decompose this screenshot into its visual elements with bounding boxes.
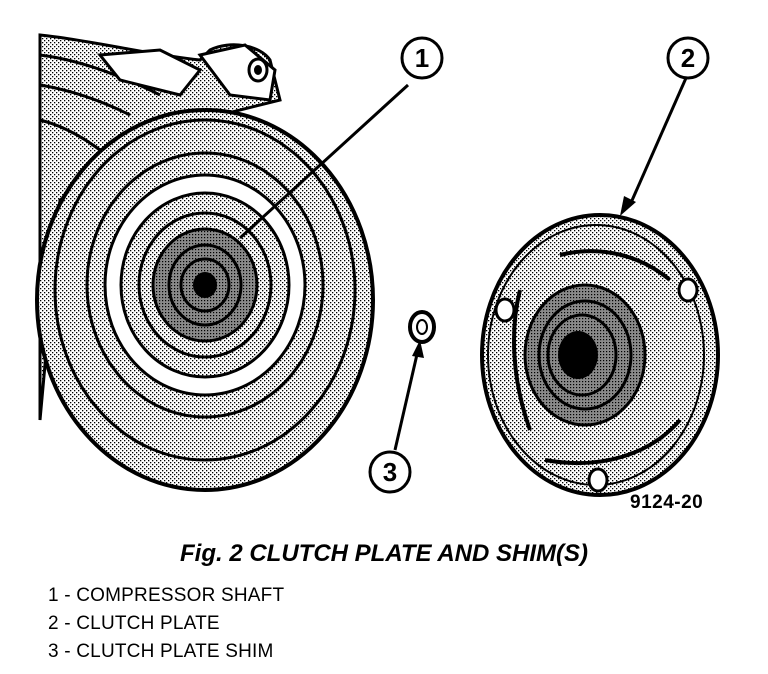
leader-arrow-2 [620,77,688,216]
svg-text:1: 1 [415,43,429,73]
clutch-diagram: 1 2 3 [35,33,720,497]
compressor-pulley [35,108,375,492]
legend-item: 1 - COMPRESSOR SHAFT [48,585,285,606]
legend-item: 3 - CLUTCH PLATE SHIM [48,641,274,662]
figure-caption: Fig. 2 CLUTCH PLATE AND SHIM(S) [180,540,588,567]
legend: 1 - COMPRESSOR SHAFT 2 - CLUTCH PLATE 3 … [48,584,284,668]
leader-line-1 [238,83,410,240]
compressor-body [38,33,282,421]
callout-3: 3 [368,450,412,494]
clutch-plate [480,213,720,497]
callout-2: 2 [666,36,710,80]
leader-arrow-3 [393,340,424,451]
legend-item: 2 - CLUTCH PLATE [48,613,220,634]
svg-text:2: 2 [681,43,695,73]
callout-1: 1 [400,36,444,80]
clutch-plate-shim [408,310,436,344]
svg-text:3: 3 [383,457,397,487]
figure-id: 9124-20 [630,492,704,513]
